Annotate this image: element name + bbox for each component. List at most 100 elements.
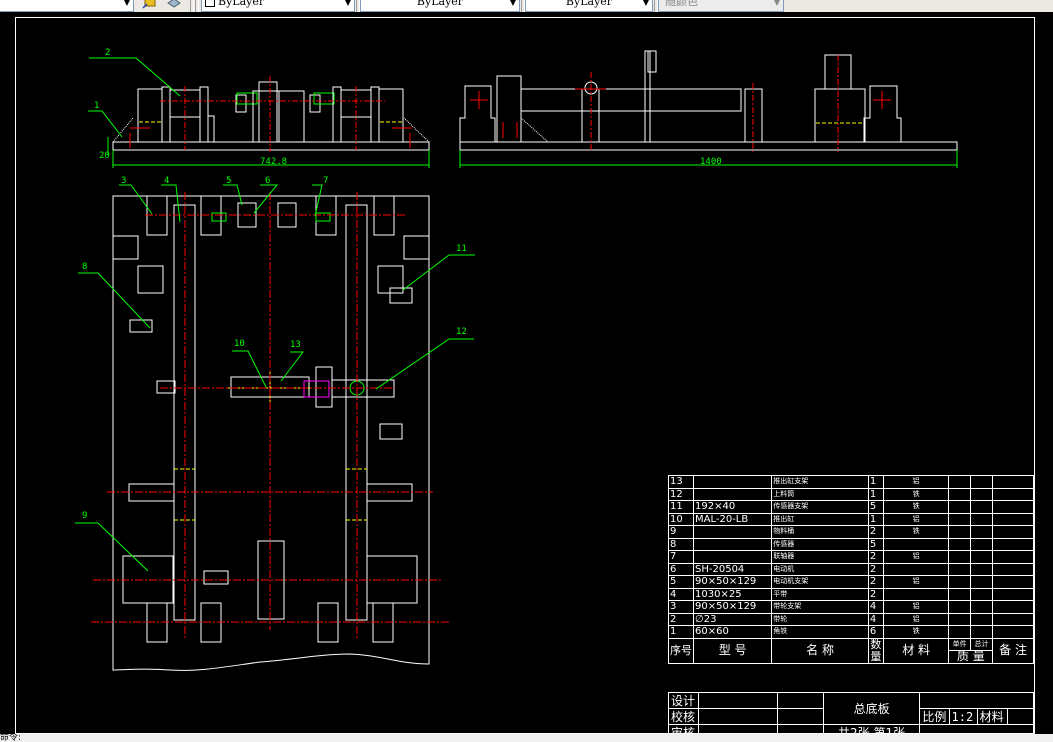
bom-cell-unit-mass [948,487,971,501]
plotstyle-combo[interactable]: 随颜色▼ [658,0,784,12]
toolbar-separator [654,0,658,12]
bom-cell-remark [992,475,1034,489]
bom-cell-model: ∅23 [692,612,773,626]
dimension-width-label: 742.8 [260,157,287,167]
callout-8: 8 [82,262,87,272]
callout-1: 1 [94,101,99,111]
design-value [698,692,778,709]
bom-cell-model [692,537,773,551]
bom-cell-remark [992,487,1034,501]
chevron-down-icon: ▼ [773,0,780,7]
bom-cell-remark [992,537,1034,551]
bom-cell-unit-mass [948,500,971,514]
bom-cell-total-mass [969,587,994,601]
bom-cell-name: 平带 [771,587,869,601]
material-label: 材料 [976,708,1008,725]
chevron-down-icon: ▼ [344,0,351,7]
callout-11: 11 [456,244,467,254]
bom-cell-unit-mass [948,625,971,639]
bom-cell-remark [992,612,1034,626]
bom-cell-total-mass [969,525,994,539]
bom-cell-qty: 1 [867,487,884,501]
header-mass: 质 量 [948,650,994,664]
layer-state-icon[interactable] [142,0,158,10]
callout-5: 5 [226,176,231,186]
check-label: 校核 [667,708,700,725]
toolbar-separator [356,0,360,12]
bom-cell-qty: 5 [867,537,884,551]
bom-cell-total-mass [969,612,994,626]
bom-cell-qty: 2 [867,525,884,539]
color-swatch-icon [205,0,215,7]
bom-cell-name: 物料桶 [771,525,869,539]
lineweight-combo[interactable]: ByLayer ▼ [525,0,653,12]
command-prompt: 命令: [0,734,22,742]
header-no: 序号 [668,637,694,664]
bom-cell-qty: 1 [867,512,884,526]
callout-leaders-front [88,57,181,138]
plan-outline [112,195,430,671]
bom-cell-model [692,550,773,564]
bom-cell-name: 上料筒 [771,487,869,501]
drawing-canvas[interactable]: 742.8 20 1 2 [0,12,1053,734]
lineweight-combo-value: ByLayer [565,0,613,8]
callout-4: 4 [164,176,169,186]
sheet-count: 共2张 第1张 [822,724,921,734]
bom-cell-model [692,487,773,501]
header-total-mass: 总计 [969,637,994,651]
bom-cell-material [882,562,950,576]
color-combo[interactable]: ByLayer ▼ [201,0,355,12]
bom-cell-no: 12 [668,487,694,501]
callout-9: 9 [82,511,87,521]
linetype-combo-value: ByLayer [416,0,464,8]
bom-cell-model: 90×50×129 [692,600,773,614]
bom-cell-model: 90×50×129 [692,575,773,589]
chevron-down-icon: ▼ [123,0,130,7]
material-value [1006,708,1035,725]
bom-cell-no: 3 [668,600,694,614]
callout-10: 10 [234,339,245,349]
bom-cell-material: 铝 [882,575,950,589]
bom-cell-qty: 2 [867,562,884,576]
header-model: 型 号 [692,637,773,664]
bom-cell-total-mass [969,487,994,501]
side-view-dimensions [459,150,958,168]
command-line[interactable]: 命令: [0,734,1053,742]
bom-cell-qty: 4 [867,600,884,614]
bom-cell-model: 1030×25 [692,587,773,601]
bom-cell-material: 铁 [882,525,950,539]
callout-12: 12 [456,327,467,337]
callout-13: 13 [290,340,301,350]
bom-cell-material: 铝 [882,612,950,626]
callout-leaders-plan [75,184,475,572]
header-qty: 数量 [867,637,884,664]
bom-cell-total-mass [969,537,994,551]
header-name: 名 称 [771,637,869,664]
bom-cell-material: 铁 [882,500,950,514]
linetype-combo[interactable]: ByLayer▼ [360,0,520,12]
toolbar-separator [521,0,525,12]
bom-cell-qty: 2 [867,575,884,589]
bom-cell-model: 192×40 [692,500,773,514]
approve-value [698,724,778,734]
layer-previous-icon[interactable] [166,0,182,10]
bom-cell-name: 电动机 [771,562,869,576]
color-combo-value: ByLayer [218,0,265,8]
scale-label: 比例 [919,708,950,725]
approve-label: 审核 [667,724,700,734]
approve-date [776,724,824,734]
layer-combo[interactable]: ▼ [0,0,134,12]
bom-cell-name: 带轮支架 [771,600,869,614]
bom-cell-total-mass [969,500,994,514]
bom-cell-remark [992,562,1034,576]
chevron-down-icon: ▼ [642,0,649,7]
bom-cell-qty: 2 [867,550,884,564]
cad-drawing: 742.8 20 1 2 [15,17,1035,734]
company [919,724,1034,734]
